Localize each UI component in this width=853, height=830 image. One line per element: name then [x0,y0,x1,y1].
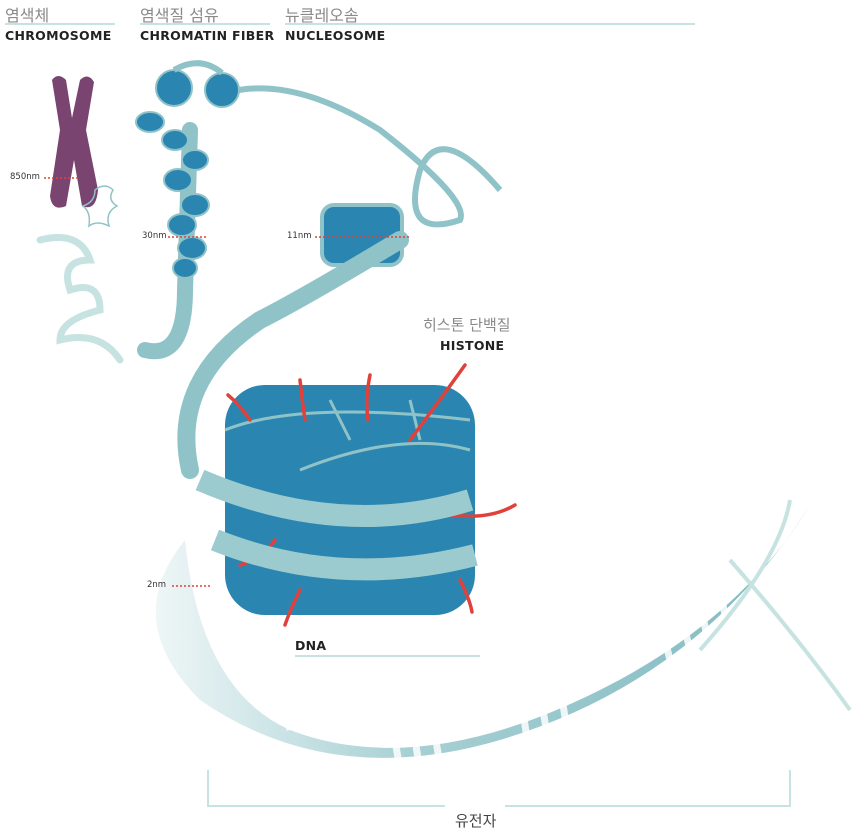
header-rule [285,23,695,25]
dna-double-helix [155,499,852,771]
dna-rule [295,655,480,657]
scale-label-850nm: 850nm [10,172,40,182]
chromatin-fiber-title-en: CHROMATIN FIBER [140,28,275,43]
nucleosome-small [177,203,409,479]
histone-label-ko: 히스톤 단백질 [423,316,511,334]
chromatin-fiber-title-ko: 염색질 섬유 [140,6,219,25]
scale-label-2nm: 2nm [147,580,167,590]
header-rule [140,23,270,25]
scale-markers [44,177,410,587]
histone-octamer [195,363,517,627]
gene-label: 유전자 [455,812,497,830]
chromosome-shape [36,76,124,364]
chromosome-title-ko: 염색체 [5,6,50,25]
scale-label-30nm: 30nm [142,231,167,241]
chromatin-fiber-shape [135,60,503,360]
histone-label-en: HISTONE [440,338,505,353]
chromosome-title-en: CHROMOSOME [5,28,112,43]
dna-label: DNA [295,638,327,653]
gene-bracket [207,770,791,807]
scale-label-11nm: 11nm [287,231,312,241]
header-rule [5,23,115,25]
nucleosome-title-en: NUCLEOSOME [285,28,386,43]
nucleosome-title-ko: 뉴클레오솜 [285,6,359,25]
